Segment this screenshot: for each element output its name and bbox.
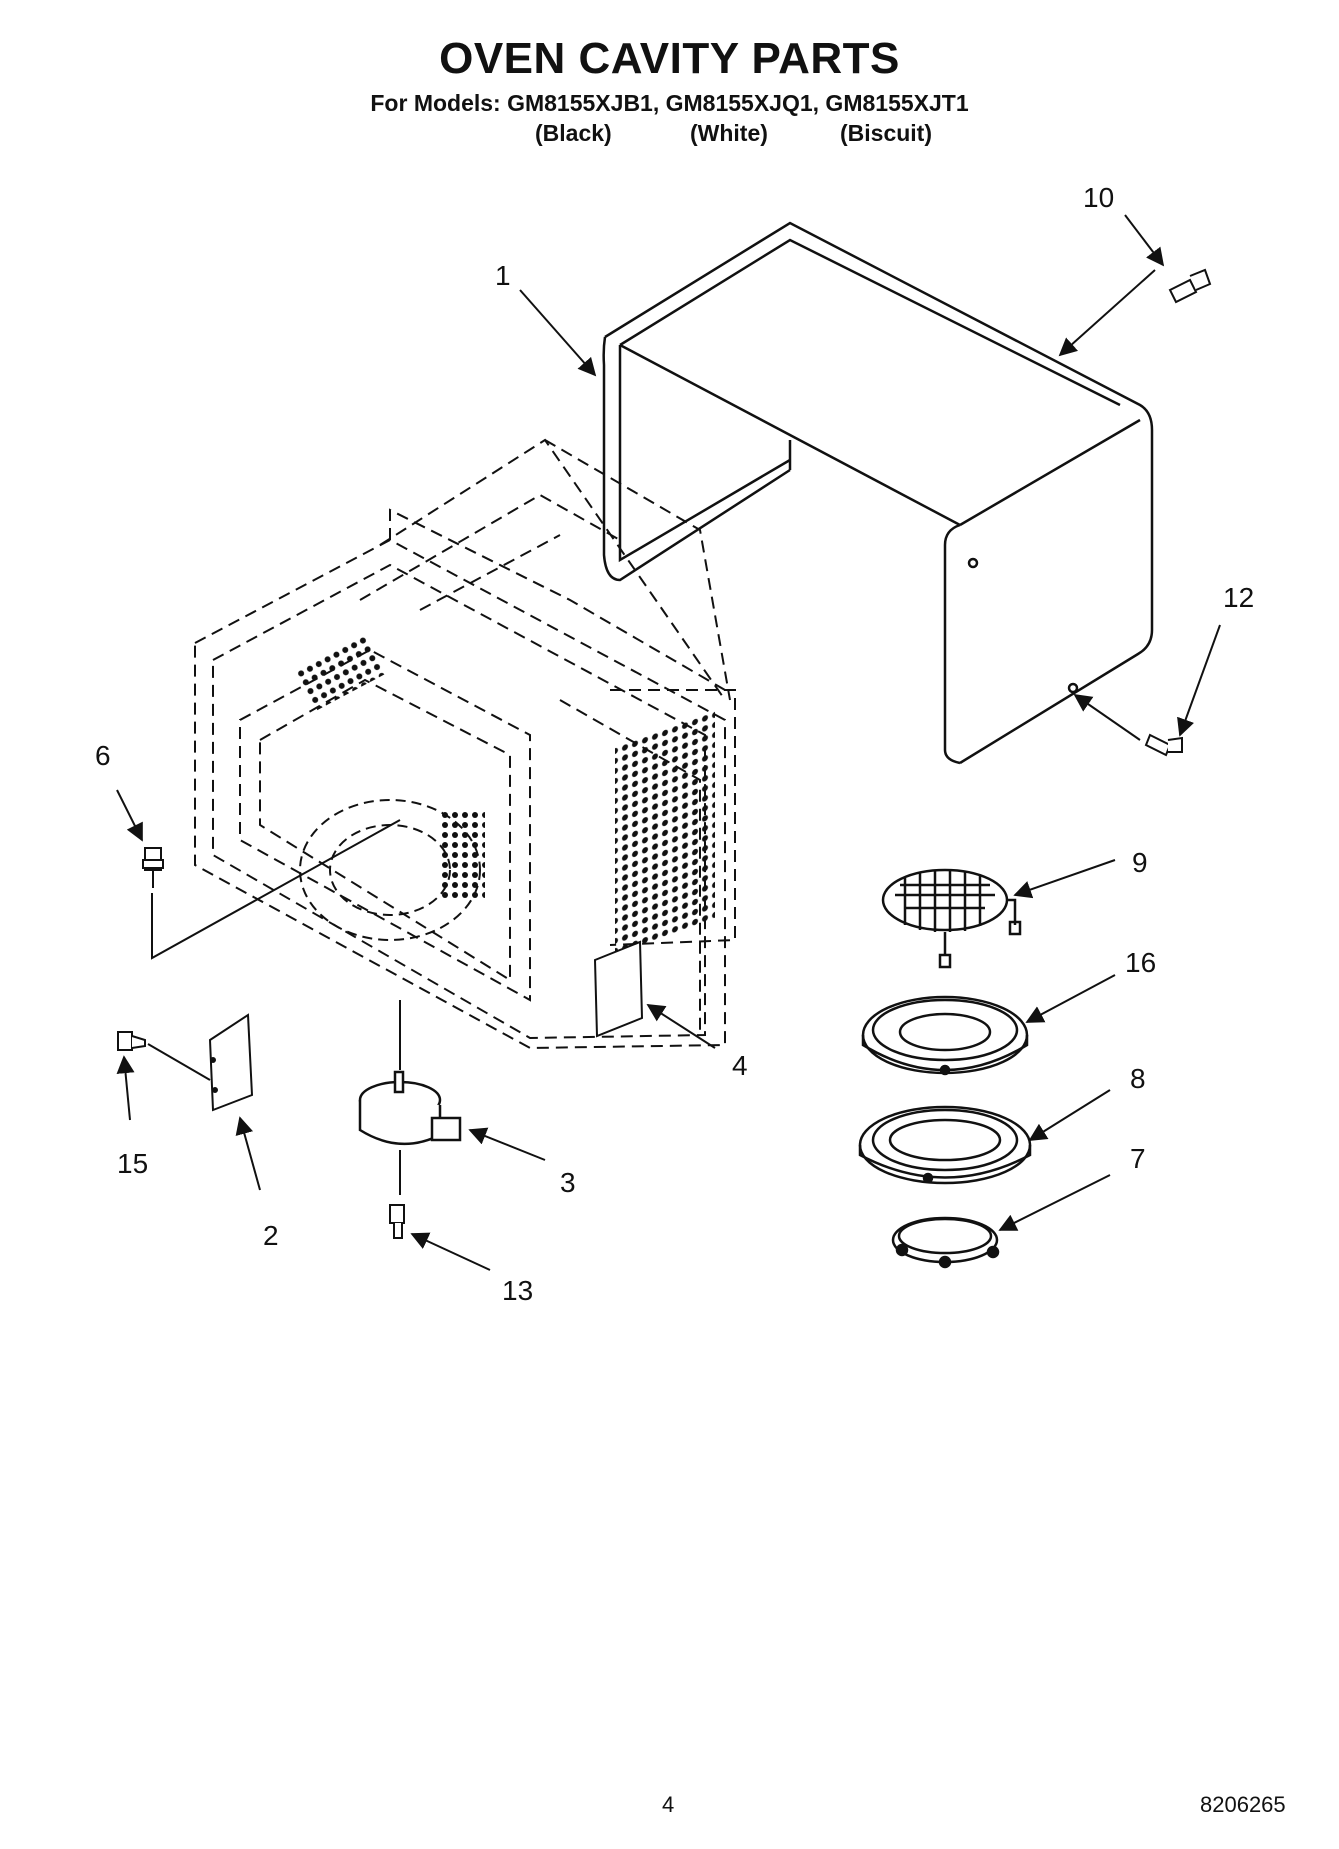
callout-2: 2 bbox=[263, 1220, 279, 1251]
leader-arrow-1 bbox=[519, 289, 597, 377]
callout-12: 12 bbox=[1223, 582, 1254, 613]
document-number: 8206265 bbox=[1200, 1792, 1286, 1817]
callout-9: 9 bbox=[1132, 847, 1148, 878]
leader-line-15a bbox=[147, 1043, 211, 1081]
part-7-roller-ring bbox=[891, 1216, 1000, 1269]
page-number: 4 bbox=[662, 1792, 675, 1817]
part-10-screw bbox=[1168, 268, 1212, 304]
part-12-screw bbox=[1144, 733, 1183, 757]
page-title: OVEN CAVITY PARTS bbox=[439, 34, 900, 83]
part-15-screw bbox=[117, 1031, 146, 1051]
part-16-support-ring bbox=[861, 995, 1029, 1076]
callout-16: 16 bbox=[1125, 947, 1156, 978]
part-8-turntable-tray bbox=[858, 1105, 1032, 1185]
callout-6: 6 bbox=[95, 740, 111, 771]
callout-15: 15 bbox=[117, 1148, 148, 1179]
leader-arrow-6 bbox=[116, 789, 143, 842]
leader-arrow-8 bbox=[1028, 1089, 1111, 1141]
callout-7: 7 bbox=[1130, 1143, 1146, 1174]
part-3-turntable-motor bbox=[358, 1070, 462, 1146]
variant-black: (Black) bbox=[535, 120, 612, 146]
callout-1: 1 bbox=[495, 260, 511, 291]
callout-8: 8 bbox=[1130, 1063, 1146, 1094]
part-2-cover-plate bbox=[208, 1013, 254, 1112]
leader-line-12-body bbox=[1073, 693, 1141, 741]
leader-line-6 bbox=[151, 819, 401, 960]
leader-arrow-7 bbox=[998, 1174, 1111, 1231]
leader-arrow-4 bbox=[646, 1004, 716, 1049]
leader-line-10-body bbox=[1058, 269, 1156, 357]
leader-arrow-2 bbox=[235, 1116, 261, 1191]
leader-arrow-16 bbox=[1025, 974, 1116, 1023]
part-9-cooking-rack bbox=[881, 868, 1022, 969]
part-1-outer-wrapper bbox=[602, 221, 1154, 765]
part-13-screw bbox=[389, 1204, 405, 1239]
callout-13: 13 bbox=[502, 1275, 533, 1306]
variant-white: (White) bbox=[690, 120, 768, 146]
callout-3: 3 bbox=[560, 1167, 576, 1198]
vent-grille-side bbox=[615, 709, 715, 957]
part-4-waveguide-cover bbox=[593, 940, 644, 1038]
models-line: For Models: GM8155XJB1, GM8155XJQ1, GM81… bbox=[370, 90, 969, 116]
part-6-clip bbox=[142, 847, 164, 888]
leader-arrow-10 bbox=[1124, 214, 1165, 267]
callout-10: 10 bbox=[1083, 182, 1114, 213]
vent-grille-top bbox=[294, 633, 387, 712]
leader-arrow-3 bbox=[468, 1127, 546, 1161]
callout-4: 4 bbox=[732, 1050, 748, 1081]
leader-arrow-9 bbox=[1013, 859, 1116, 899]
leader-arrow-13 bbox=[410, 1232, 491, 1271]
leader-arrow-15 bbox=[116, 1055, 135, 1121]
variant-biscuit: (Biscuit) bbox=[840, 120, 932, 146]
leader-arrow-12 bbox=[1177, 624, 1221, 737]
